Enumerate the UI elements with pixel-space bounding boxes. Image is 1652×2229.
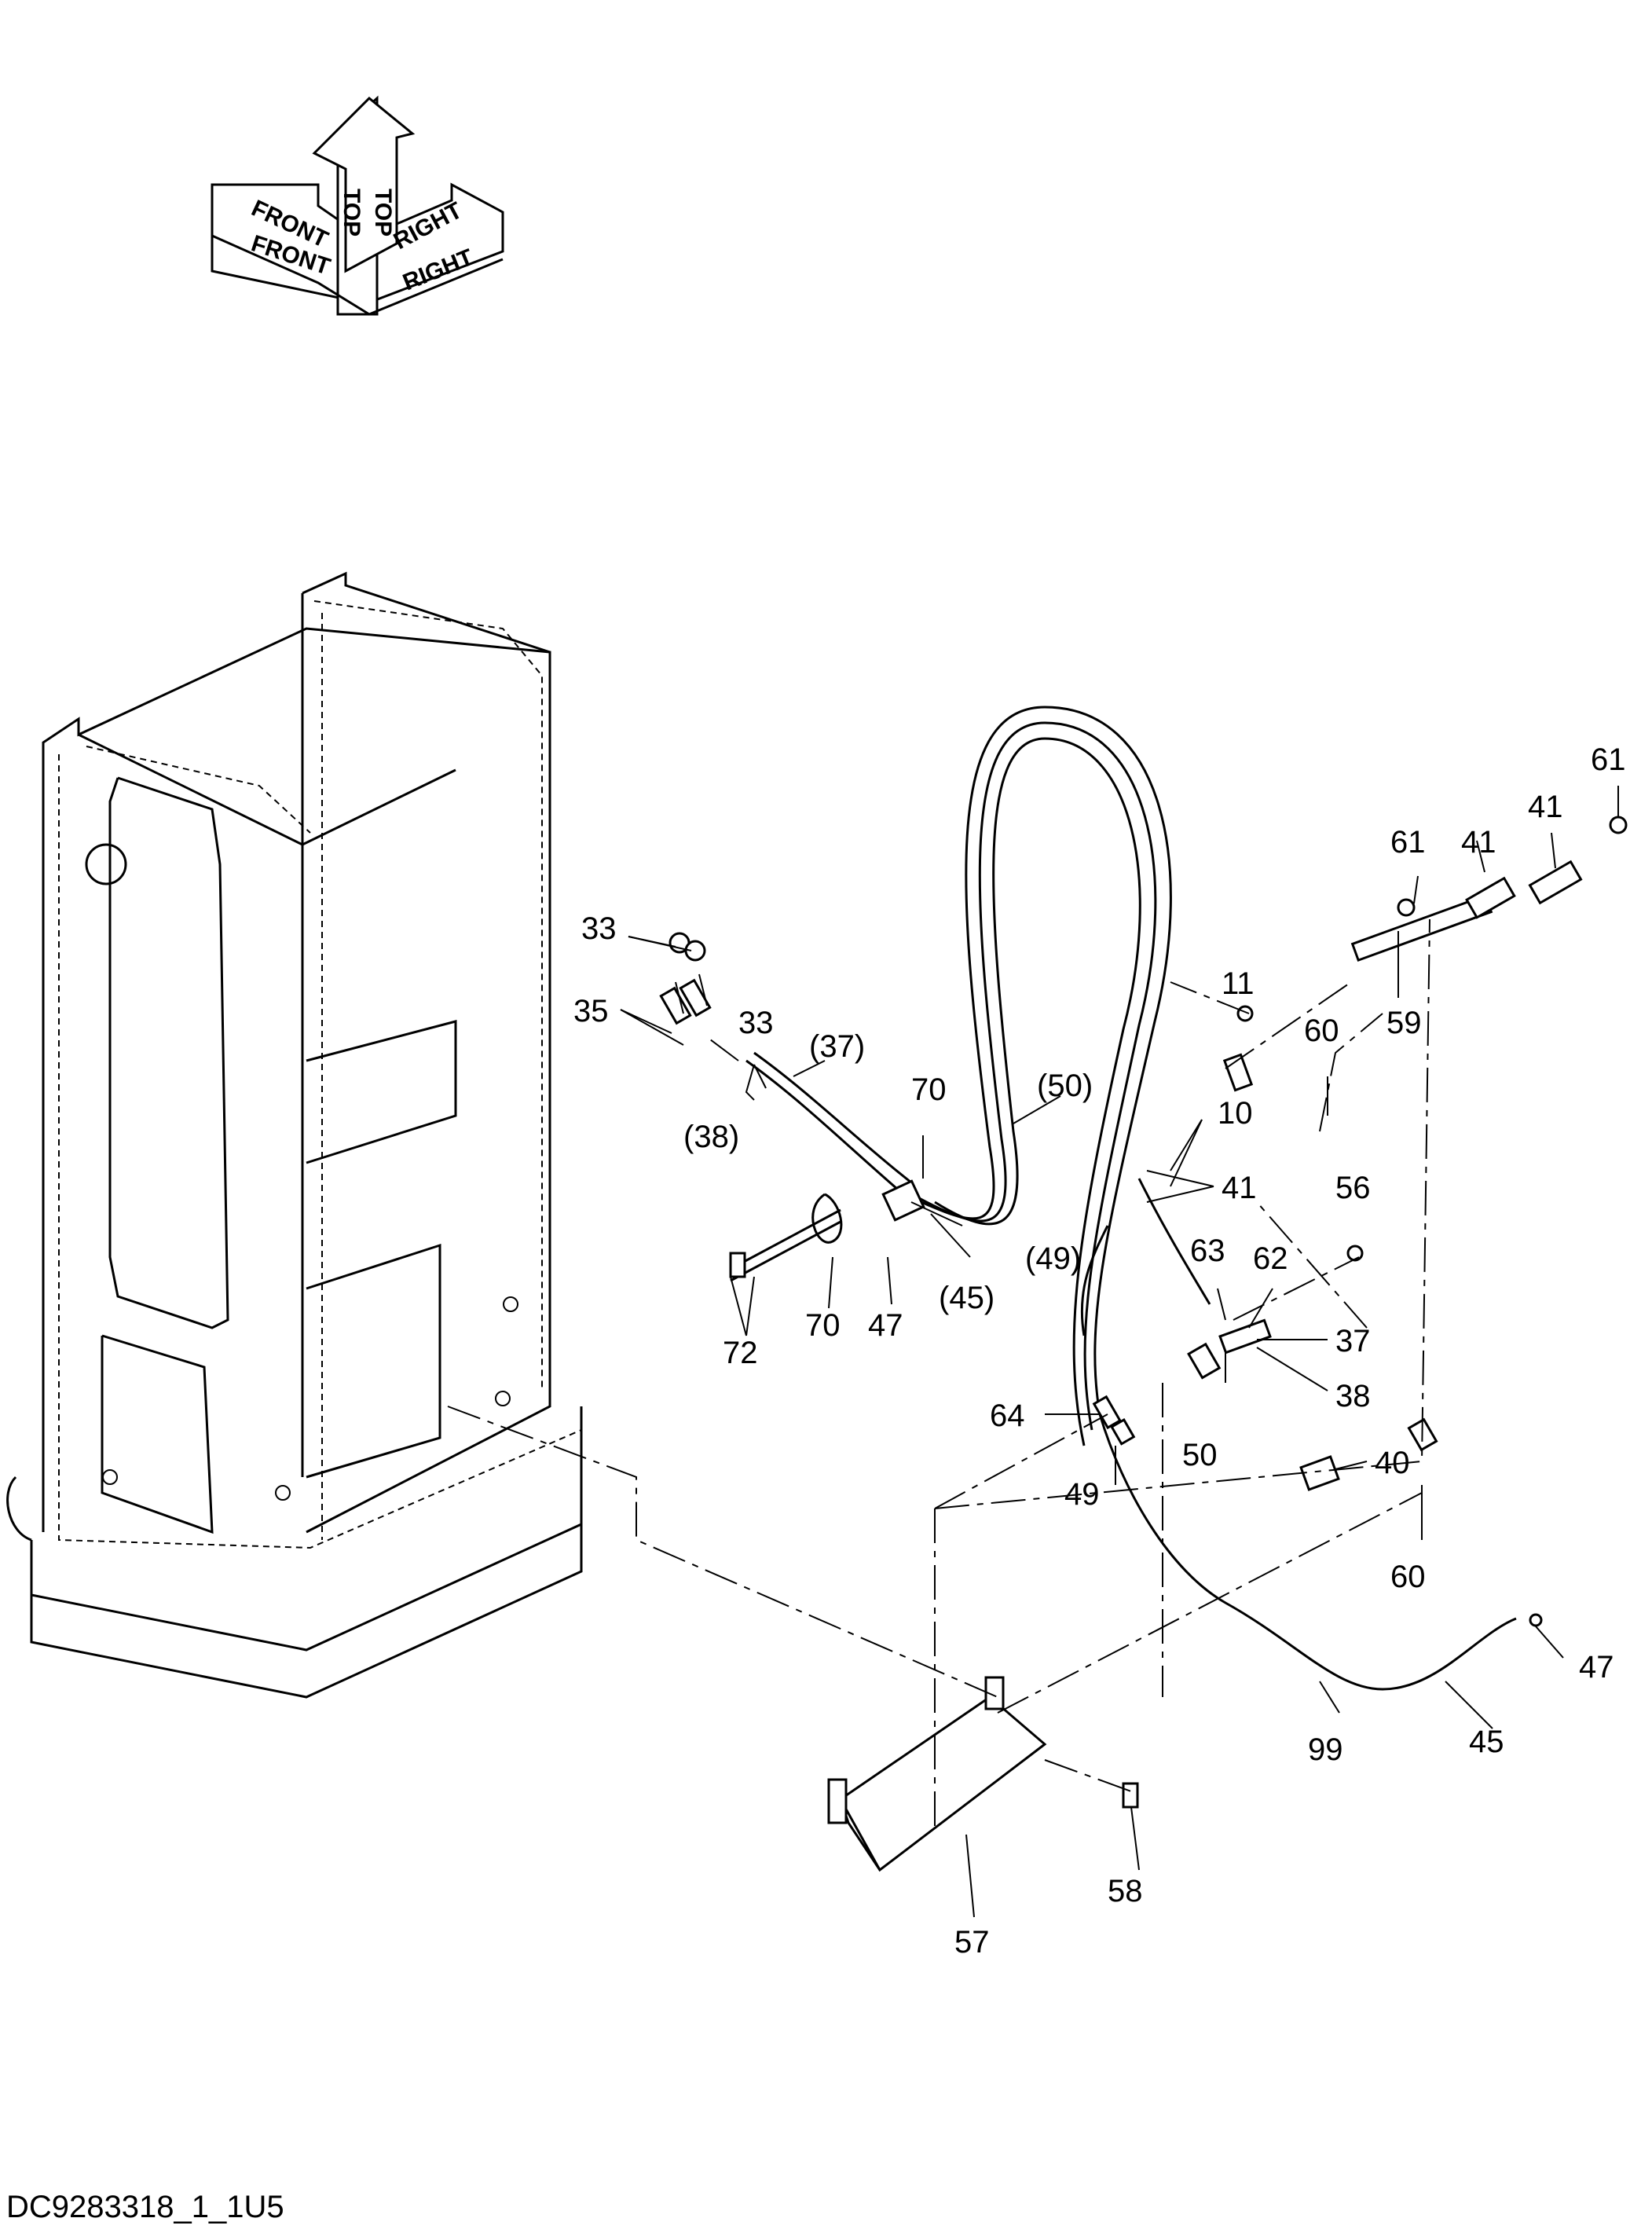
part-label: 99 [1308,1732,1343,1767]
drawing-id: DC9283318_1_1U5 [6,2190,284,2224]
part-label: 70 [911,1072,947,1107]
part-label: (50) [1037,1069,1093,1103]
part-label: 33 [738,1006,774,1040]
part-label: 61 [1390,825,1426,860]
orientation-top-2: TOP [370,189,396,236]
part-label: (45) [939,1281,994,1315]
part-label: 40 [1375,1446,1410,1480]
part-label: 45 [1469,1725,1504,1759]
part-label: 33 [581,911,617,946]
part-label: 70 [805,1308,841,1343]
part-label: 35 [573,994,609,1028]
part-label: 56 [1335,1171,1371,1205]
part-label: 72 [723,1336,758,1370]
part-label: (38) [683,1120,739,1154]
small-parts [659,816,1628,1809]
orientation-top: TOP [339,189,364,236]
hose-assembly [745,706,1517,1691]
part-label: 58 [1108,1874,1143,1908]
part-label: 38 [1335,1379,1371,1413]
part-label: 47 [1579,1650,1614,1685]
part-label: 37 [1335,1324,1371,1358]
orientation-indicator: FRONT FRONT TOP TOP RIGHT RIGHT [211,95,504,316]
part-label: 10 [1218,1096,1253,1131]
part-label: 41 [1222,1171,1257,1205]
part-label: 59 [1386,1006,1422,1040]
bracket-57 [827,1676,1047,1872]
part-label: 62 [1253,1241,1288,1276]
part-labels: 33 35 33 (37) (38) 70 (50) 11 10 41 60 6… [573,742,1626,1960]
part-label: 47 [868,1308,903,1343]
part-label: (37) [809,1029,865,1064]
part-label: 41 [1461,825,1496,860]
cab-frame [6,571,583,1699]
part-label: 60 [1304,1014,1339,1048]
part-label: 11 [1222,966,1255,1001]
part-label: 41 [1528,790,1563,824]
part-label: 50 [1182,1438,1218,1472]
part-label: 61 [1591,742,1626,777]
part-label: 64 [990,1399,1025,1433]
part-label: 57 [954,1925,990,1960]
part-label: (49) [1025,1241,1081,1276]
part-label: 60 [1390,1560,1426,1594]
part-label: 49 [1064,1477,1100,1512]
chain-lines [447,918,1430,1831]
leader-lines [620,786,1619,1918]
part-label: 63 [1190,1234,1225,1268]
